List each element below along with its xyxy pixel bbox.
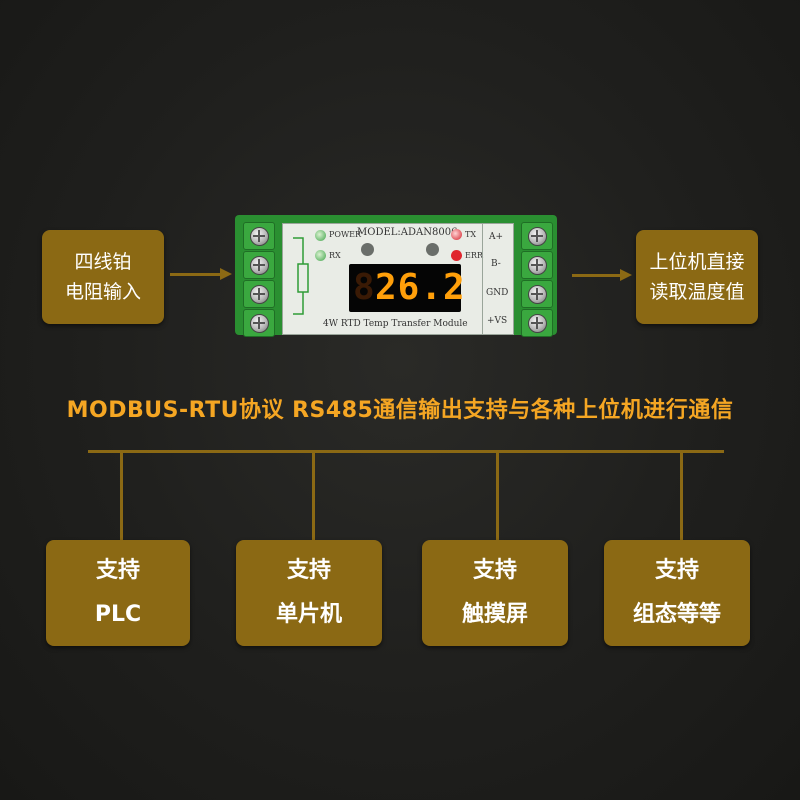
terminal-label: A+	[489, 232, 504, 242]
connector-stem	[680, 450, 683, 540]
model-label: MODEL:ADAN8006	[357, 227, 458, 238]
display-unlit-digit: 8	[353, 267, 375, 308]
screw-icon	[528, 256, 547, 275]
terminal-right	[521, 222, 553, 250]
module-faceplate: POWER RX MODEL:ADAN8006 TX ERR 8 26.2 A+…	[282, 223, 514, 335]
err-label: ERR	[465, 251, 483, 260]
input-arrow	[170, 268, 232, 280]
terminal-left	[243, 251, 275, 279]
support-line-2: 组态等等	[632, 602, 721, 627]
support-line-1: 支持	[654, 558, 699, 583]
rx-label: RX	[329, 251, 341, 260]
terminal-label: B-	[491, 259, 501, 269]
display-value: 26.2	[375, 267, 466, 308]
status-led-icon	[426, 243, 439, 256]
support-box-mcu: 支持 单片机	[236, 540, 382, 646]
output-box: 上位机直接 读取温度值	[636, 230, 758, 324]
terminal-right	[521, 309, 553, 337]
screw-icon	[250, 285, 269, 304]
screw-icon	[528, 314, 547, 333]
terminal-right	[521, 251, 553, 279]
terminal-left	[243, 222, 275, 250]
support-line-2: PLC	[94, 602, 142, 627]
tx-led-icon	[451, 229, 462, 240]
support-line-1: 支持	[286, 558, 331, 583]
support-line-2: 触摸屏	[461, 602, 528, 627]
rx-led-icon	[315, 250, 326, 261]
input-line-1: 四线铂	[74, 251, 132, 273]
support-line-2: 单片机	[275, 602, 342, 627]
connector-stem	[496, 450, 499, 540]
rtd-symbol-icon	[293, 237, 309, 315]
seven-segment-display: 8 26.2	[349, 264, 465, 312]
input-box: 四线铂 电阻输入	[42, 230, 164, 324]
support-box-scada: 支持 组态等等	[604, 540, 750, 646]
screw-icon	[250, 227, 269, 246]
screw-icon	[528, 227, 547, 246]
support-box-touchscreen: 支持 触摸屏	[422, 540, 568, 646]
input-line-2: 电阻输入	[64, 281, 141, 303]
connector-stem	[312, 450, 315, 540]
terminal-label: +VS	[487, 316, 508, 326]
tx-label: TX	[465, 230, 477, 239]
output-line-2: 读取温度值	[649, 281, 745, 303]
output-arrow	[572, 269, 632, 281]
screw-icon	[250, 314, 269, 333]
terminal-left	[243, 280, 275, 308]
terminal-label: GND	[486, 288, 509, 298]
protocol-headline: MODBUS-RTU协议 RS485通信输出支持与各种上位机进行通信	[66, 398, 734, 423]
connector-bar	[88, 450, 724, 453]
err-led-icon	[451, 250, 462, 261]
connector-stem	[120, 450, 123, 540]
support-box-plc: 支持 PLC	[46, 540, 190, 646]
support-line-1: 支持	[95, 558, 140, 583]
screw-icon	[528, 285, 547, 304]
terminal-right	[521, 280, 553, 308]
power-label: POWER	[329, 230, 362, 239]
rtd-module-photo: POWER RX MODEL:ADAN8006 TX ERR 8 26.2 A+…	[235, 215, 557, 337]
power-led-icon	[315, 230, 326, 241]
terminal-label-column: A+ B- GND +VS	[482, 224, 514, 334]
output-line-1: 上位机直接	[649, 251, 745, 273]
screw-icon	[250, 256, 269, 275]
support-line-1: 支持	[472, 558, 517, 583]
module-footer: 4W RTD Temp Transfer Module	[323, 319, 468, 329]
terminal-left	[243, 309, 275, 337]
status-led-icon	[361, 243, 374, 256]
